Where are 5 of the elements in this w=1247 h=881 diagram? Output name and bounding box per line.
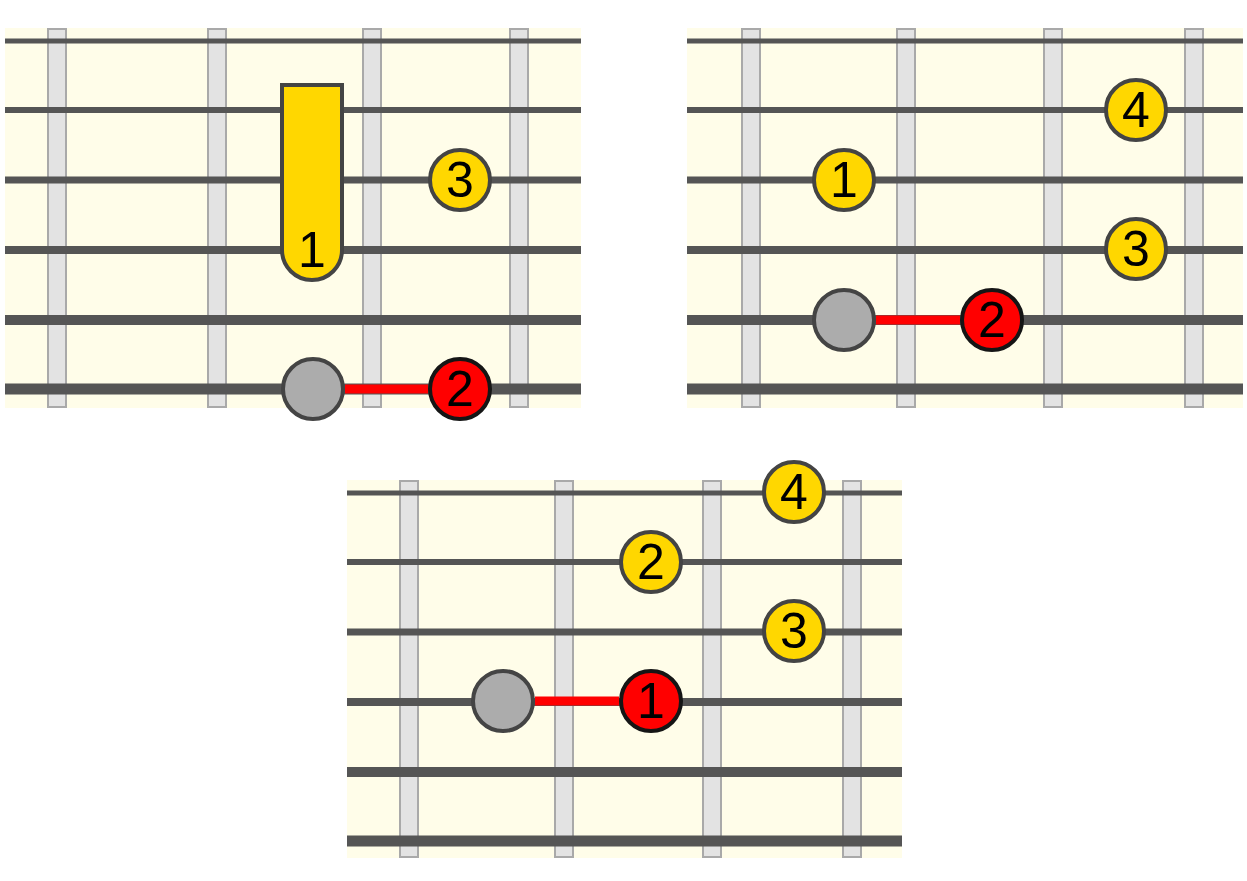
barre-bar: [280, 83, 344, 282]
connector-line: [345, 384, 428, 394]
finger-number: 1: [298, 222, 326, 278]
connector-line: [535, 696, 619, 706]
connector-line: [876, 315, 960, 325]
